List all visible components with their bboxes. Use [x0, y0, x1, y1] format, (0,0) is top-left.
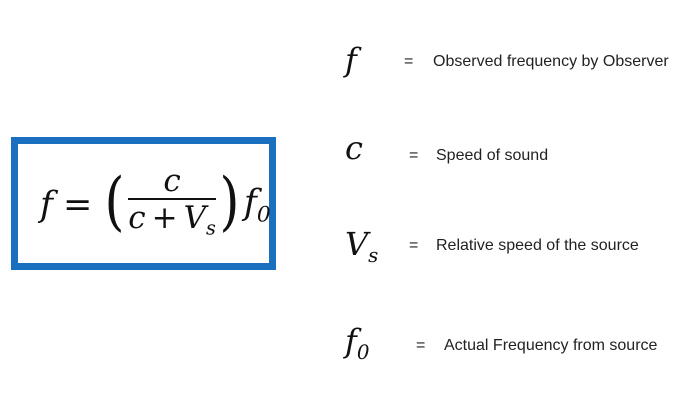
formula-fraction: c c+Vs	[128, 164, 216, 247]
denominator-c: c	[128, 199, 146, 236]
definition-equals-vs: =	[409, 237, 419, 254]
definition-symbol-f: f	[345, 41, 357, 79]
denominator-v-subscript: s	[206, 216, 216, 240]
definition-symbol-c: c	[345, 129, 363, 167]
formula-equals: =	[62, 185, 93, 225]
definition-symbol-f0: f0	[345, 322, 370, 364]
definition-equals-f: =	[404, 53, 414, 70]
definition-text-c: Speed of sound	[436, 147, 549, 164]
doppler-formula: f = ( c c+Vs ) f0	[40, 164, 271, 240]
definition-equals-c: =	[409, 147, 419, 164]
definition-equals-f0: =	[416, 337, 426, 354]
formula-tail-f: f	[243, 182, 257, 223]
formula-denominator: c+Vs	[128, 200, 216, 247]
formula-tail-subscript: 0	[256, 202, 271, 228]
formula-tail: f0	[244, 183, 271, 228]
fraction-bar	[128, 197, 216, 200]
denominator-plus: +	[151, 199, 178, 236]
formula-close-paren: )	[219, 165, 240, 239]
formula-lhs: f	[40, 185, 53, 225]
formula-open-paren: (	[104, 165, 125, 239]
formula-numerator: c	[163, 162, 181, 199]
definition-text-f0: Actual Frequency from source	[444, 337, 658, 354]
definition-symbol-vs: Vs	[345, 225, 379, 267]
definition-text-f: Observed frequency by Observer	[433, 53, 669, 70]
formula-box: f = ( c c+Vs ) f0	[11, 137, 276, 270]
denominator-v: V	[183, 199, 207, 236]
definition-text-vs: Relative speed of the source	[436, 237, 639, 254]
